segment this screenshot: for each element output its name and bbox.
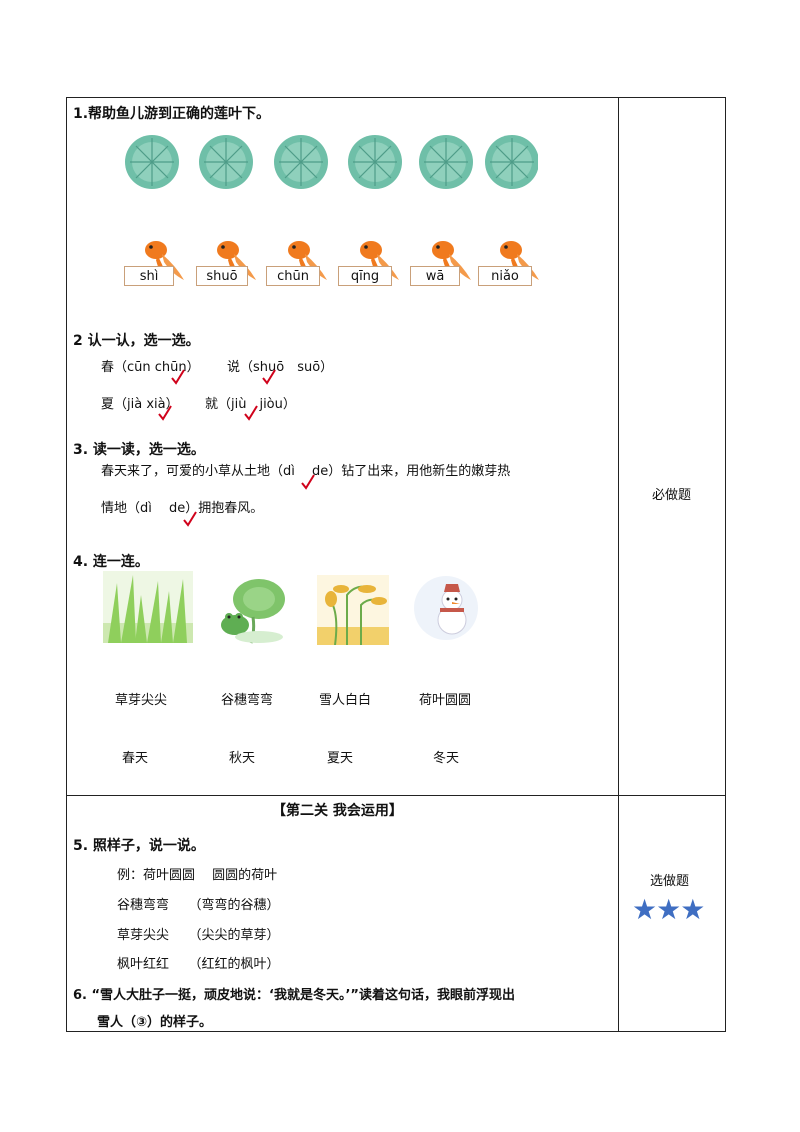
pinyin-box: shì xyxy=(124,266,174,286)
grass-sprouts-image xyxy=(103,571,193,643)
section2-title: 【第二关 我会运用】 xyxy=(272,803,403,819)
lotus-leaf-icon xyxy=(485,135,538,189)
lotus-leaf-icon xyxy=(348,135,402,189)
column-divider xyxy=(618,97,619,1032)
required-label: 必做题 xyxy=(652,488,692,503)
row-divider xyxy=(66,795,726,796)
q5-example: 例：荷叶圆圆 圆圆的荷叶 xyxy=(117,868,278,883)
season-summer: 夏天 xyxy=(327,751,354,766)
q4-title: 4. 连一连。 xyxy=(73,554,149,570)
check-mark-icon xyxy=(262,369,276,385)
season-winter: 冬天 xyxy=(433,751,460,766)
pinyin-box: wā xyxy=(410,266,460,286)
phrase-snowman: 雪人白白 xyxy=(319,693,372,708)
lotus-frog-image xyxy=(221,579,285,644)
optional-label: 选做题 xyxy=(650,874,690,889)
q2-title: 2 认一认，选一选。 xyxy=(73,333,200,349)
phrase-rice: 谷穗弯弯 xyxy=(221,693,274,708)
q5-line: 谷穗弯弯 （弯弯的谷穗） xyxy=(117,898,280,913)
q6-line-1: 6. “雪人大肚子一挺，顽皮地说：‘我就是冬天。’”读着这句话，我眼前浮现出 xyxy=(73,988,515,1003)
q5-title: 5. 照样子，说一说。 xyxy=(73,838,205,854)
q3-line-2: 情地（dì de）拥抱春风。 xyxy=(101,501,264,516)
season-spring: 春天 xyxy=(122,751,149,766)
snowman-image xyxy=(414,576,478,640)
season-autumn: 秋天 xyxy=(229,751,256,766)
lotus-leaf-icon xyxy=(125,135,179,189)
lotus-leaves xyxy=(125,135,538,189)
q2-item-xia: 夏（jià xià） xyxy=(101,397,179,412)
q5-line: 草芽尖尖 （尖尖的草芽） xyxy=(117,928,280,943)
q3-title: 3. 读一读，选一选。 xyxy=(73,442,205,458)
lotus-leaf-icon xyxy=(274,135,328,189)
lotus-leaf-icon xyxy=(419,135,473,189)
check-mark-icon xyxy=(171,369,185,385)
pinyin-box: chūn xyxy=(266,266,320,286)
check-mark-icon xyxy=(301,474,315,490)
q2-item-shuo: 说（shuō suō） xyxy=(227,360,334,375)
phrase-lotus: 荷叶圆圆 xyxy=(419,693,472,708)
q2-item-chun: 春（cūn chūn） xyxy=(101,360,200,375)
q5-line: 枫叶红红 （红红的枫叶） xyxy=(117,957,280,972)
star-rating-icon: ★★★ xyxy=(632,893,705,926)
q3-line-1: 春天来了，可爱的小草从土地（dì de）钻了出来，用他新生的嫩芽热 xyxy=(101,464,511,479)
phrase-grass: 草芽尖尖 xyxy=(115,693,168,708)
rice-ears-image xyxy=(317,575,389,645)
check-mark-icon xyxy=(244,405,258,421)
q2-item-jiu: 就（jiù jiòu） xyxy=(205,397,296,412)
pinyin-box: qīng xyxy=(338,266,392,286)
check-mark-icon xyxy=(158,405,172,421)
pinyin-box: niǎo xyxy=(478,266,532,286)
q6-line-2: 雪人（③）的样子。 xyxy=(97,1015,213,1030)
check-mark-icon xyxy=(183,511,197,527)
q1-title: 1.帮助鱼儿游到正确的莲叶下。 xyxy=(73,106,271,122)
worksheet-table xyxy=(66,97,726,1032)
pinyin-box: shuō xyxy=(196,266,248,286)
lotus-leaf-icon xyxy=(199,135,253,189)
